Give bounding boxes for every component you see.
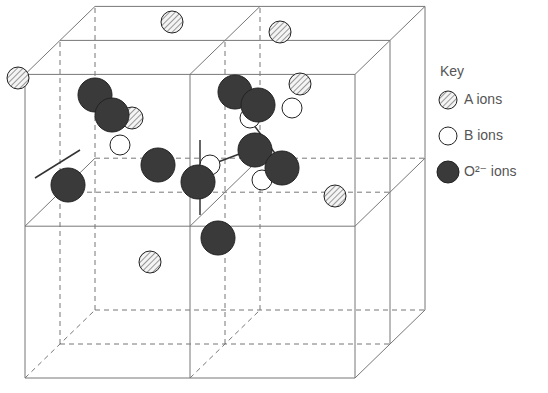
legend-sample [437, 161, 459, 183]
cell-edge [60, 40, 390, 41]
unit-cell-grid [25, 6, 425, 378]
legend-text: O²⁻ ions [464, 164, 517, 179]
b-ion [110, 135, 130, 155]
a-ion [139, 251, 161, 273]
a-ion [289, 73, 311, 95]
oxygen-ion [141, 148, 175, 182]
cell-edge [425, 6, 426, 310]
key-heading: Key [440, 64, 464, 79]
a-ion [161, 11, 183, 33]
a-ion [7, 67, 29, 89]
oxygen-ion [95, 98, 129, 132]
oxygen-ion [201, 221, 235, 255]
cell-edge [355, 6, 425, 74]
cell-edge [25, 158, 95, 226]
legend-sample [439, 127, 457, 145]
oxygen-ion [181, 165, 215, 199]
oxygen-ion [241, 88, 275, 122]
ion-set [7, 11, 346, 273]
oxygen-ion [265, 151, 299, 185]
a-ion [269, 21, 291, 43]
cell-edge [355, 158, 425, 226]
a-ion [324, 185, 346, 207]
b-ion [282, 98, 302, 118]
legend-text: B ions [464, 128, 503, 143]
cell-edge [95, 6, 425, 7]
oxygen-ion [51, 168, 85, 202]
legend-sample [439, 91, 457, 109]
legend-text: A ions [464, 92, 502, 107]
